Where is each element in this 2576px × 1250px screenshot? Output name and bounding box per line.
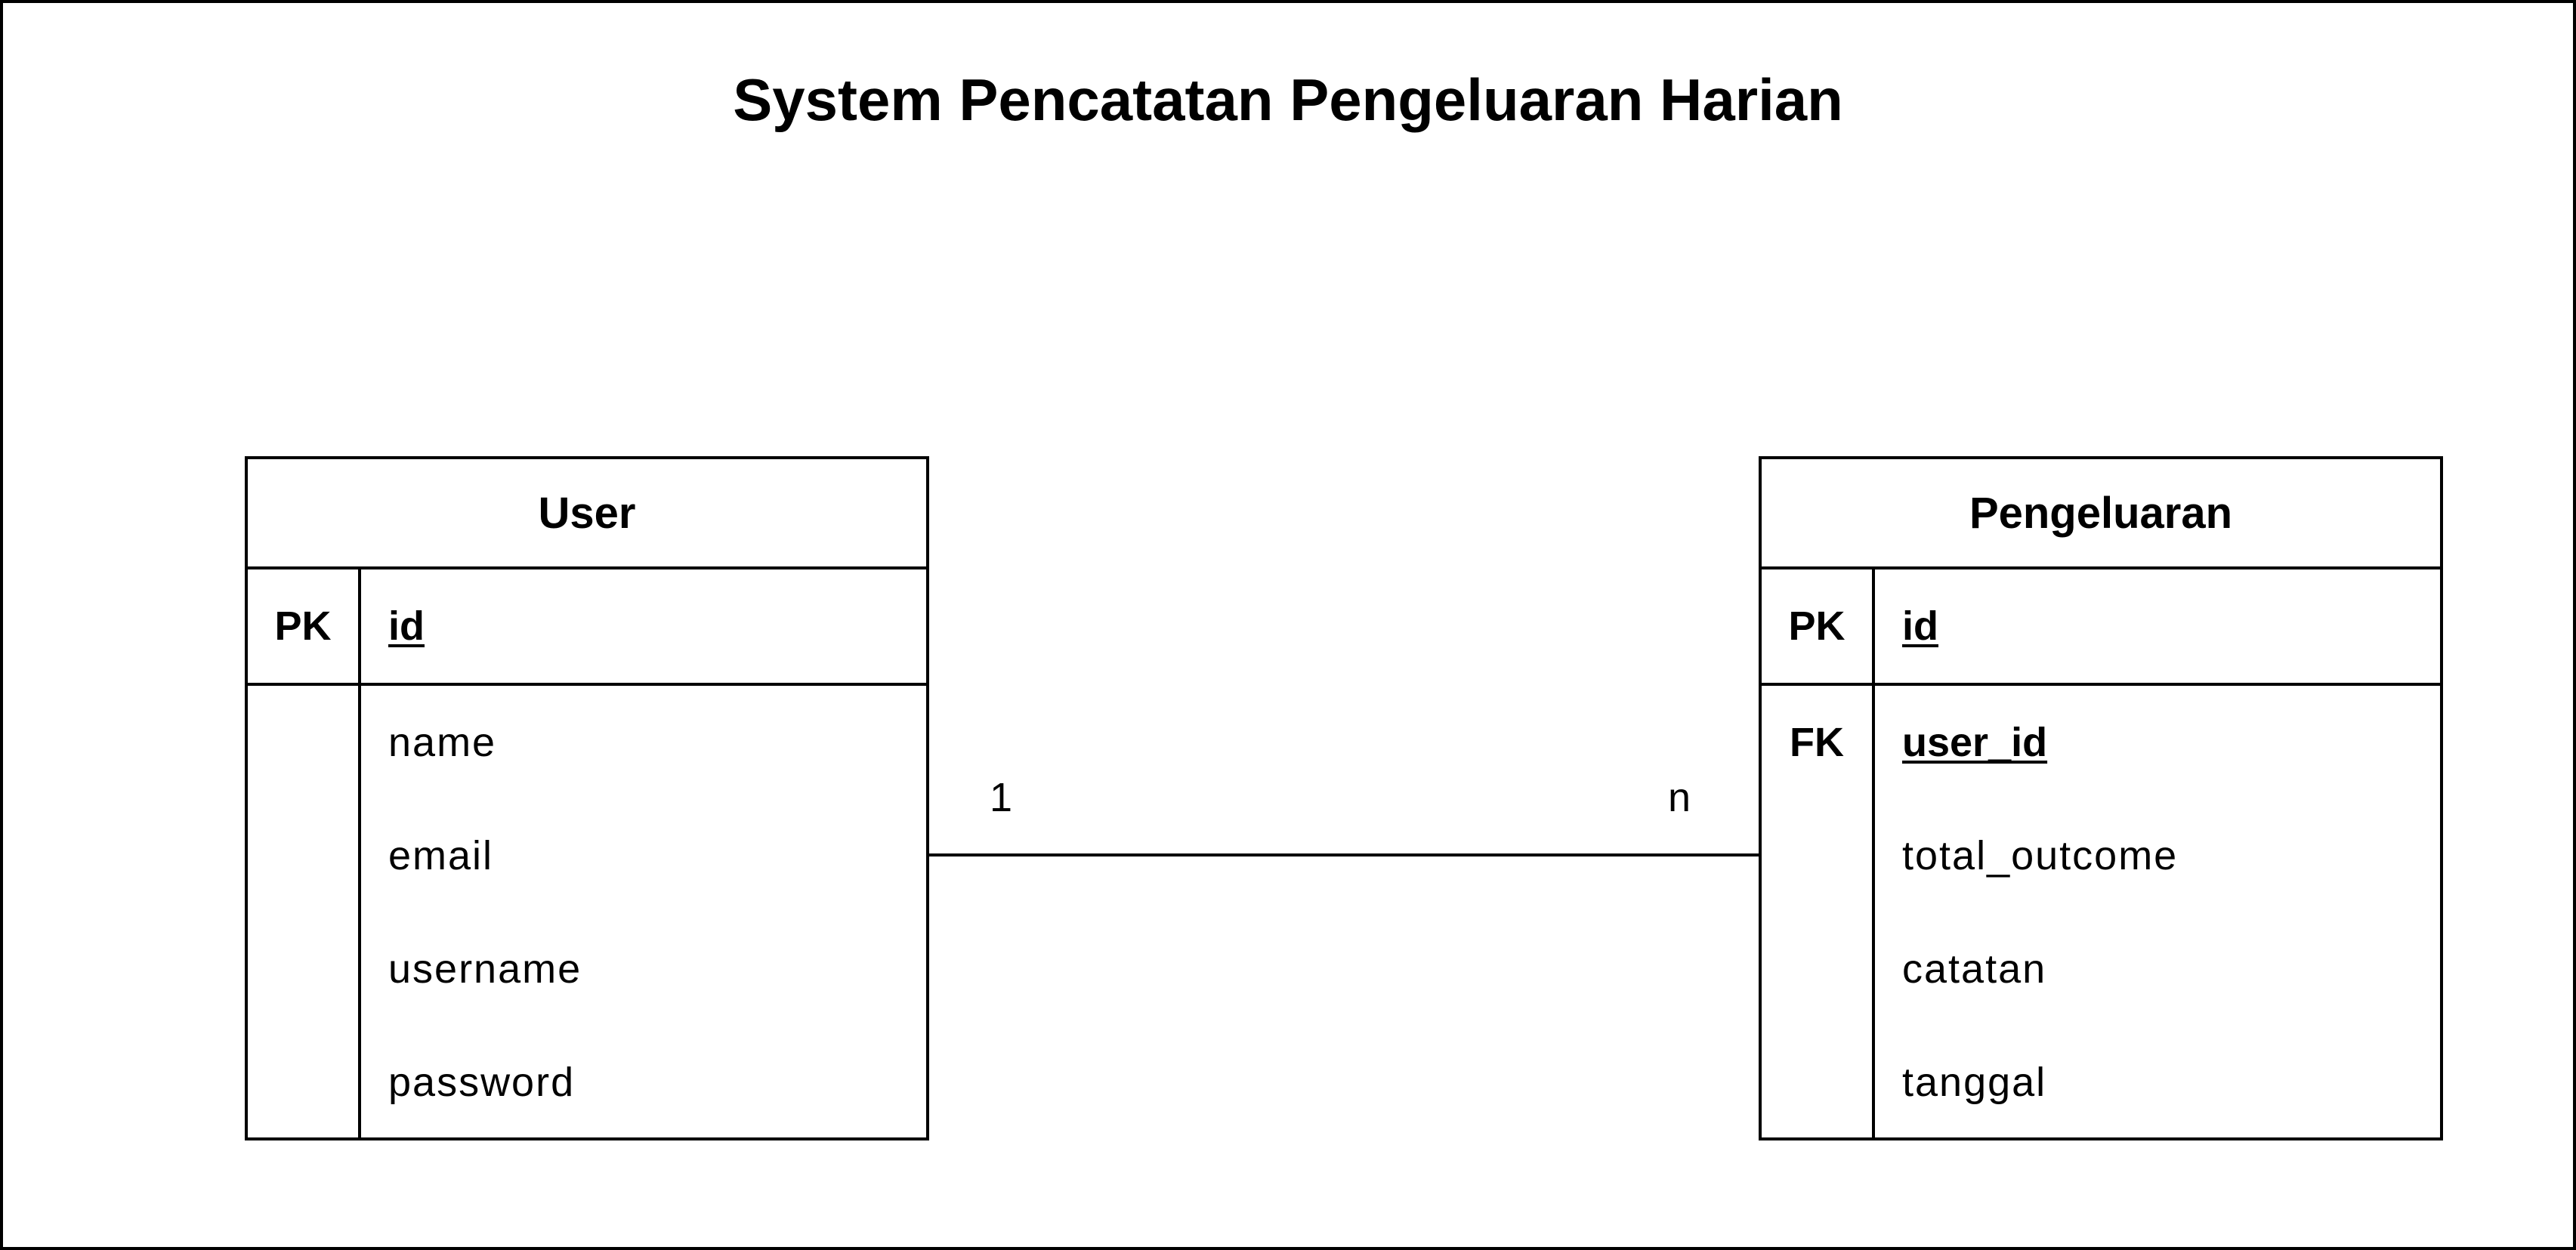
entity-pengeluaran-fk-row: FK user_id	[1762, 686, 2440, 799]
pk-field: id	[388, 603, 425, 649]
attribute-field: total_outcome	[1902, 833, 2179, 878]
entity-pengeluaran-pk-row: PK id	[1762, 569, 2440, 683]
entity-pengeluaran-field-row: catatan	[1762, 912, 2440, 1026]
entity-user-pk-row: PK id	[248, 569, 926, 683]
primary-key-separator	[1762, 683, 2440, 686]
pk-label: PK	[274, 603, 332, 649]
entity-user-header: User	[248, 459, 926, 569]
entity-pengeluaran-field-row: total_outcome	[1762, 799, 2440, 912]
attribute-field: name	[388, 720, 497, 765]
cardinality-one-label: 1	[990, 775, 1013, 820]
attribute-field: password	[388, 1060, 576, 1105]
key-column-divider	[358, 569, 361, 1137]
relationship-line	[929, 853, 1759, 856]
entity-user-field-row: username	[248, 912, 926, 1026]
attribute-field: email	[388, 833, 494, 878]
entity-pengeluaran-field-row: tanggal	[1762, 1026, 2440, 1139]
pk-label: PK	[1788, 603, 1846, 649]
fk-field: user_id	[1902, 720, 2048, 765]
key-column-divider	[1872, 569, 1875, 1137]
attribute-field: tanggal	[1902, 1060, 2047, 1105]
fk-label: FK	[1790, 720, 1844, 765]
entity-user-field-row: name	[248, 686, 926, 799]
attribute-field: catatan	[1902, 946, 2047, 992]
entity-user-field-row: email	[248, 799, 926, 912]
entity-user-field-row: password	[248, 1026, 926, 1139]
primary-key-separator	[248, 683, 926, 686]
entity-user: User PK id name email username password	[245, 456, 929, 1140]
pk-field: id	[1902, 603, 1938, 649]
entity-pengeluaran-header: Pengeluaran	[1762, 459, 2440, 569]
attribute-field: username	[388, 946, 582, 992]
diagram-title: System Pencatatan Pengeluaran Harian	[733, 66, 1843, 133]
entity-pengeluaran: Pengeluaran PK id FK user_id total_outco…	[1759, 456, 2443, 1140]
cardinality-many-label: n	[1668, 775, 1691, 820]
